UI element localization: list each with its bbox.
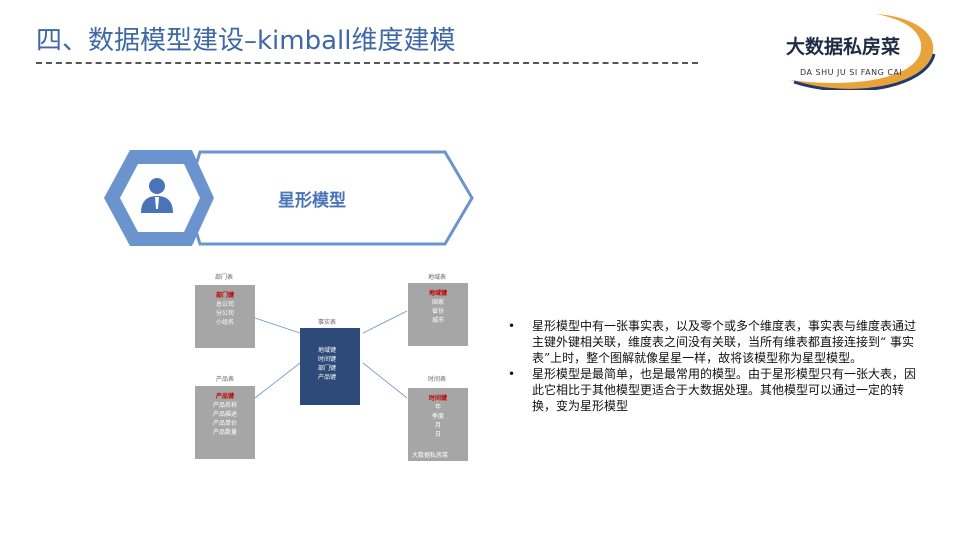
bullet-list: • 星形模型中有一张事实表，以及零个或多个维度表，事实表与维度表通过主键外键相关… — [508, 318, 918, 414]
product-key: 产品键 — [215, 393, 234, 400]
bullet-item: • 星形模型中有一张事实表，以及零个或多个维度表，事实表与维度表通过主键外键相关… — [508, 318, 918, 366]
brand-logo: 大数据私房菜 DA SHU JU SI FANG CAI — [780, 10, 940, 90]
fact-table-title: 事实表 — [318, 319, 337, 326]
product-table-box: 产品键 产品名称 产品描述 产品单价 产品数量 — [195, 386, 255, 459]
fact-row: 时间键 — [318, 356, 337, 363]
region-key: 地域键 — [428, 290, 447, 297]
region-row: 省份 — [431, 308, 444, 315]
bullet-text: 星形模型是最简单，也是最常用的模型。由于星形模型只有一张大表，因此它相比于其他模… — [532, 367, 917, 413]
region-table-box: 地域键 国家 省份 城市 — [408, 283, 468, 346]
time-table-title: 时间表 — [428, 376, 447, 383]
fact-table-box: 地域键 时间键 部门键 产品键 — [300, 328, 360, 405]
dept-row: 小组名 — [215, 319, 234, 326]
product-row: 产品数量 — [212, 429, 237, 436]
dept-row: 总公司 — [215, 301, 234, 308]
product-row: 产品单价 — [212, 420, 237, 427]
fact-row: 部门键 — [318, 365, 337, 372]
time-row: 月 — [434, 422, 441, 429]
user-icon — [141, 178, 173, 213]
time-row: 季度 — [431, 413, 444, 420]
banner-label: 星形模型 — [278, 191, 346, 211]
title-divider — [36, 62, 698, 64]
fact-row: 产品键 — [318, 374, 337, 381]
logo-main-text: 大数据私房菜 — [786, 36, 901, 58]
product-row: 产品名称 — [212, 402, 237, 409]
bullet-item: • 星形模型是最简单，也是最常用的模型。由于星形模型只有一张大表，因此它相比于其… — [508, 366, 918, 414]
logo-swoosh-icon — [790, 14, 936, 90]
bullet-dot-icon: • — [508, 367, 516, 381]
region-row: 城市 — [431, 317, 444, 324]
product-table-title: 产品表 — [216, 376, 235, 383]
dept-row: 分公司 — [215, 310, 234, 317]
time-table-box: 时间键 年 季度 月 日 — [408, 388, 468, 461]
time-row: 日 — [434, 431, 441, 438]
bullet-dot-icon: • — [508, 319, 516, 333]
bullet-text: 星形模型中有一张事实表，以及零个或多个维度表，事实表与维度表通过主键外键相关联，… — [532, 319, 917, 365]
dept-table-box: 部门键 总公司 分公司 小组名 — [195, 285, 255, 348]
dept-table-title: 部门表 — [215, 274, 234, 281]
diagram-watermark: 大数据私房菜 — [412, 452, 449, 459]
time-key: 时间键 — [428, 395, 447, 402]
slide-title: 四、数据模型建设–kimball维度建模 — [36, 26, 456, 56]
time-row: 年 — [434, 404, 441, 411]
star-schema-connectors — [254, 310, 408, 399]
dept-key: 部门键 — [215, 292, 234, 299]
fact-row: 地域键 — [318, 347, 337, 354]
region-row: 国家 — [431, 299, 444, 306]
region-table-title: 地域表 — [428, 274, 447, 281]
logo-sub-text: DA SHU JU SI FANG CAI — [800, 68, 903, 77]
product-row: 产品描述 — [212, 411, 237, 418]
